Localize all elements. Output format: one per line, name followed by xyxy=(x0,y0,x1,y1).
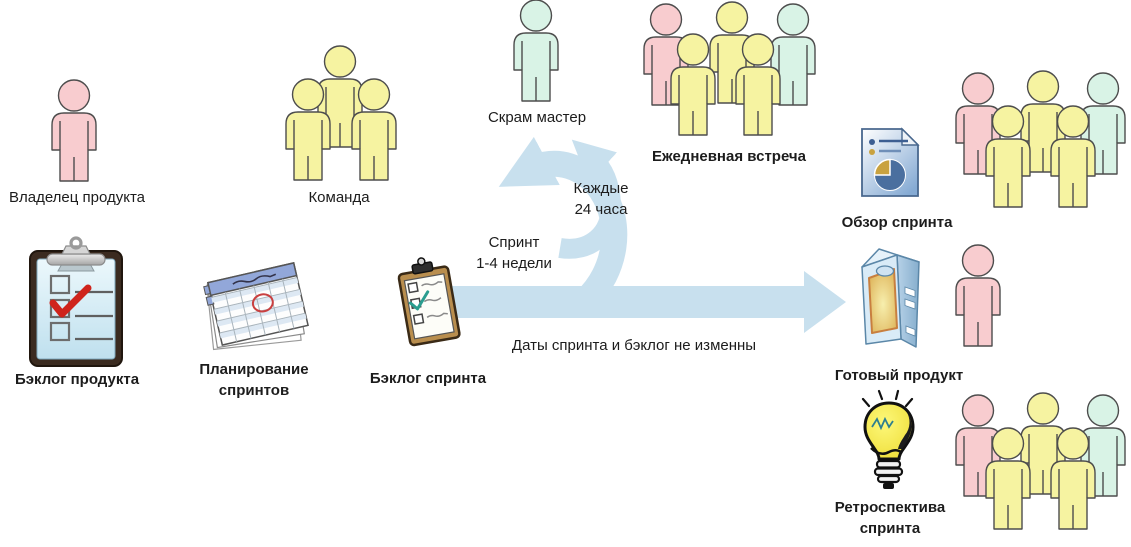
sprint-review-figures xyxy=(955,70,1126,208)
person-figure xyxy=(285,78,331,181)
person-figure xyxy=(51,79,97,182)
annotation-daily-cycle: Каждые 24 часа xyxy=(574,178,629,220)
date-circle-mark xyxy=(251,293,274,313)
person-figure xyxy=(985,427,1031,530)
sprint-review-icon xyxy=(861,127,920,197)
person-figure xyxy=(513,0,559,102)
label-retrospective-line1: Ретроспектива xyxy=(834,499,946,516)
daily-meeting-figures xyxy=(643,1,816,136)
product-backlog-icon xyxy=(29,236,123,367)
annotation-sprint-cycle-line2: 1-4 недели xyxy=(476,255,552,272)
team-figures xyxy=(285,45,397,181)
retrospective-icon xyxy=(861,389,915,489)
sprint-backlog-icon xyxy=(397,257,461,347)
label-sprint-review: Обзор спринта xyxy=(841,214,953,231)
annotation-arrow-note: Даты спринта и бэклог не изменны xyxy=(511,337,757,354)
label-product-backlog: Бэклог продукта xyxy=(14,371,140,388)
person-figure xyxy=(985,105,1031,208)
annotation-sprint-cycle-line1: Спринт xyxy=(488,234,540,251)
sprint-cycle-arrows xyxy=(440,136,846,333)
person-figure xyxy=(955,244,1001,347)
sprint-flow-arrow xyxy=(440,271,846,333)
annotation-sprint-cycle: Спринт 1-4 недели xyxy=(476,232,552,274)
finished-product-icon xyxy=(861,248,920,348)
label-sprint-planning: Планирование спринтов xyxy=(199,359,308,401)
finished-product-customer-figure xyxy=(955,244,1001,347)
person-figure xyxy=(670,33,716,136)
person-figure xyxy=(735,33,781,136)
product-owner-figure xyxy=(51,79,97,182)
teal-check-icon xyxy=(408,290,430,311)
scrum-master-figure xyxy=(513,0,559,102)
sprint-planning-icon xyxy=(203,262,309,351)
label-team: Команда xyxy=(308,189,370,206)
label-scrum-master: Скрам мастер xyxy=(487,109,587,126)
label-product-owner: Владелец продукта xyxy=(8,189,146,206)
label-retrospective-line2: спринта xyxy=(859,520,921,537)
person-figure xyxy=(1050,427,1096,530)
label-sprint-planning-line1: Планирование xyxy=(199,361,309,378)
label-sprint-backlog: Бэклог спринта xyxy=(369,370,487,387)
person-figure xyxy=(1050,105,1096,208)
label-daily-meeting: Ежедневная встреча xyxy=(652,148,806,165)
label-retrospective: Ретроспектива спринта xyxy=(835,497,945,539)
label-finished-product: Готовый продукт xyxy=(834,367,964,384)
person-figure xyxy=(351,78,397,181)
retrospective-figures xyxy=(955,392,1126,530)
annotation-daily-cycle-line1: Каждые xyxy=(573,180,629,197)
daily-loop-arrow xyxy=(558,139,621,259)
label-sprint-planning-line2: спринтов xyxy=(218,382,290,399)
red-check-icon xyxy=(49,284,92,318)
annotation-daily-cycle-line2: 24 часа xyxy=(574,201,628,218)
